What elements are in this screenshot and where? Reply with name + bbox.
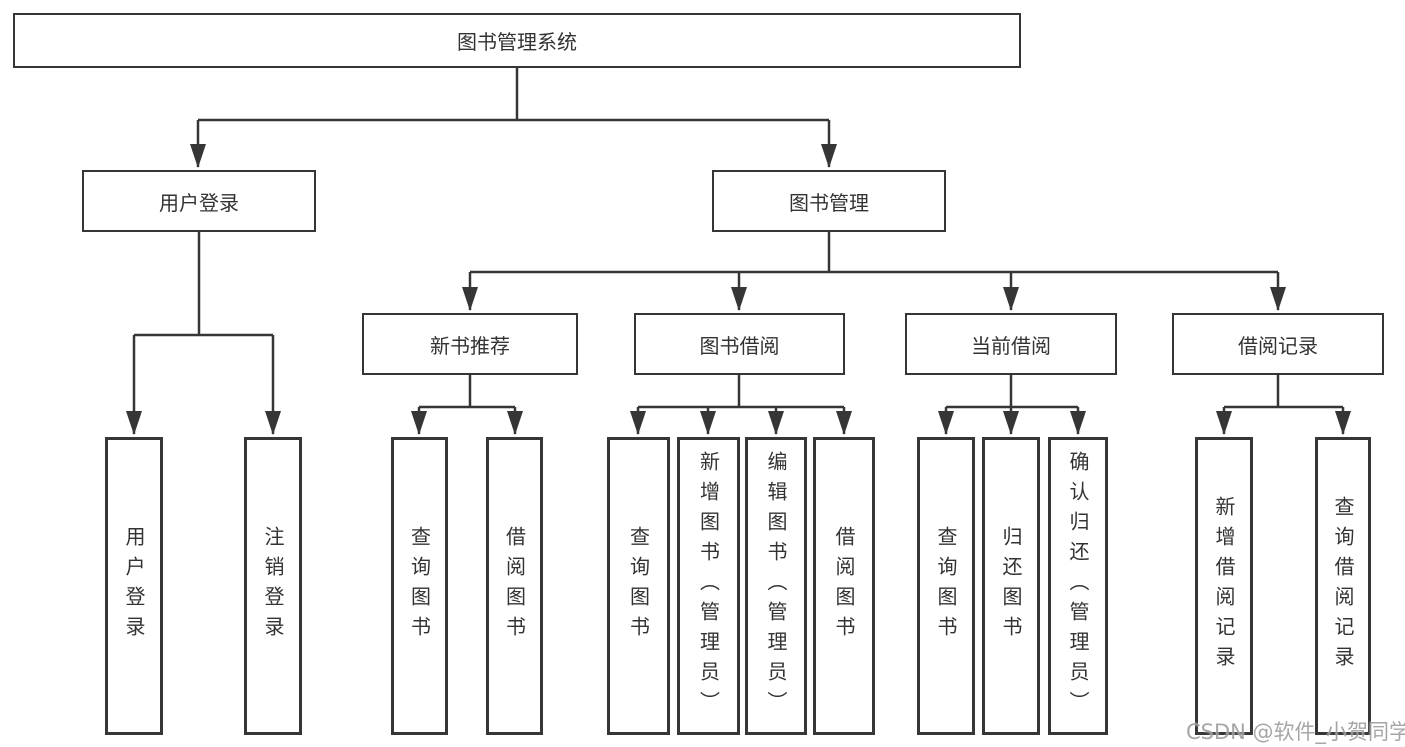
branch-book-management: 图书管理 bbox=[712, 170, 946, 232]
leaf-new-books-query-label: 查询图书 bbox=[407, 526, 432, 646]
group-current-borrowing-label: 当前借阅 bbox=[971, 333, 1051, 358]
leaf-borrow-book-label: 借阅图书 bbox=[832, 526, 856, 646]
leaf-return-book-label: 归还图书 bbox=[999, 526, 1023, 646]
leaf-confirm-return-label: 确认归还（管理员） bbox=[1066, 451, 1090, 721]
leaf-user-login-label: 用户登录 bbox=[122, 526, 146, 646]
leaf-new-books-query: 查询图书 bbox=[391, 437, 448, 735]
leaf-borrow-edit-book: 编辑图书（管理员） bbox=[745, 437, 807, 735]
connector-book-borrowing bbox=[630, 375, 852, 435]
leaf-borrow-edit-book-label: 编辑图书（管理员） bbox=[764, 451, 788, 721]
leaf-borrow-add-book: 新增图书（管理员） bbox=[677, 437, 740, 735]
branch-user-login: 用户登录 bbox=[82, 170, 316, 232]
leaf-confirm-return: 确认归还（管理员） bbox=[1048, 437, 1108, 735]
branch-user-login-label: 用户登录 bbox=[159, 190, 239, 215]
watermark-text: CSDN @软件_小贺同学 bbox=[1186, 720, 1405, 744]
group-book-borrowing: 图书借阅 bbox=[634, 313, 845, 375]
leaf-current-query: 查询图书 bbox=[917, 437, 975, 735]
leaf-query-borrow-record-label: 查询借阅记录 bbox=[1331, 496, 1355, 676]
connector-book-management bbox=[462, 232, 1286, 311]
leaf-user-login: 用户登录 bbox=[105, 437, 163, 735]
branch-book-management-label: 图书管理 bbox=[789, 190, 869, 215]
connector-new-books bbox=[411, 375, 523, 435]
leaf-add-borrow-record: 新增借阅记录 bbox=[1195, 437, 1253, 735]
leaf-add-borrow-record-label: 新增借阅记录 bbox=[1212, 496, 1236, 676]
connector-root bbox=[190, 68, 837, 168]
group-borrowing-records-label: 借阅记录 bbox=[1238, 333, 1318, 358]
leaf-current-query-label: 查询图书 bbox=[934, 526, 958, 646]
leaf-logout-label: 注销登录 bbox=[261, 526, 285, 646]
group-new-books-label: 新书推荐 bbox=[430, 333, 510, 358]
leaf-borrow-query: 查询图书 bbox=[607, 437, 670, 735]
leaf-logout: 注销登录 bbox=[244, 437, 302, 735]
group-borrowing-records: 借阅记录 bbox=[1172, 313, 1384, 375]
root-node-label: 图书管理系统 bbox=[457, 30, 577, 54]
leaf-return-book: 归还图书 bbox=[982, 437, 1040, 735]
leaf-query-borrow-record: 查询借阅记录 bbox=[1315, 437, 1371, 735]
leaf-borrow-book: 借阅图书 bbox=[813, 437, 875, 735]
leaf-new-books-borrow: 借阅图书 bbox=[486, 437, 543, 735]
leaf-borrow-query-label: 查询图书 bbox=[626, 526, 651, 646]
group-book-borrowing-label: 图书借阅 bbox=[699, 333, 780, 358]
leaf-new-books-borrow-label: 借阅图书 bbox=[502, 526, 527, 646]
group-current-borrowing: 当前借阅 bbox=[905, 313, 1117, 375]
connector-current-borrowing bbox=[938, 375, 1086, 435]
leaf-borrow-add-book-label: 新增图书（管理员） bbox=[696, 451, 721, 721]
connector-user-login bbox=[126, 232, 281, 435]
connector-borrowing-records bbox=[1216, 375, 1351, 435]
root-node: 图书管理系统 bbox=[13, 13, 1021, 68]
group-new-books: 新书推荐 bbox=[362, 313, 578, 375]
